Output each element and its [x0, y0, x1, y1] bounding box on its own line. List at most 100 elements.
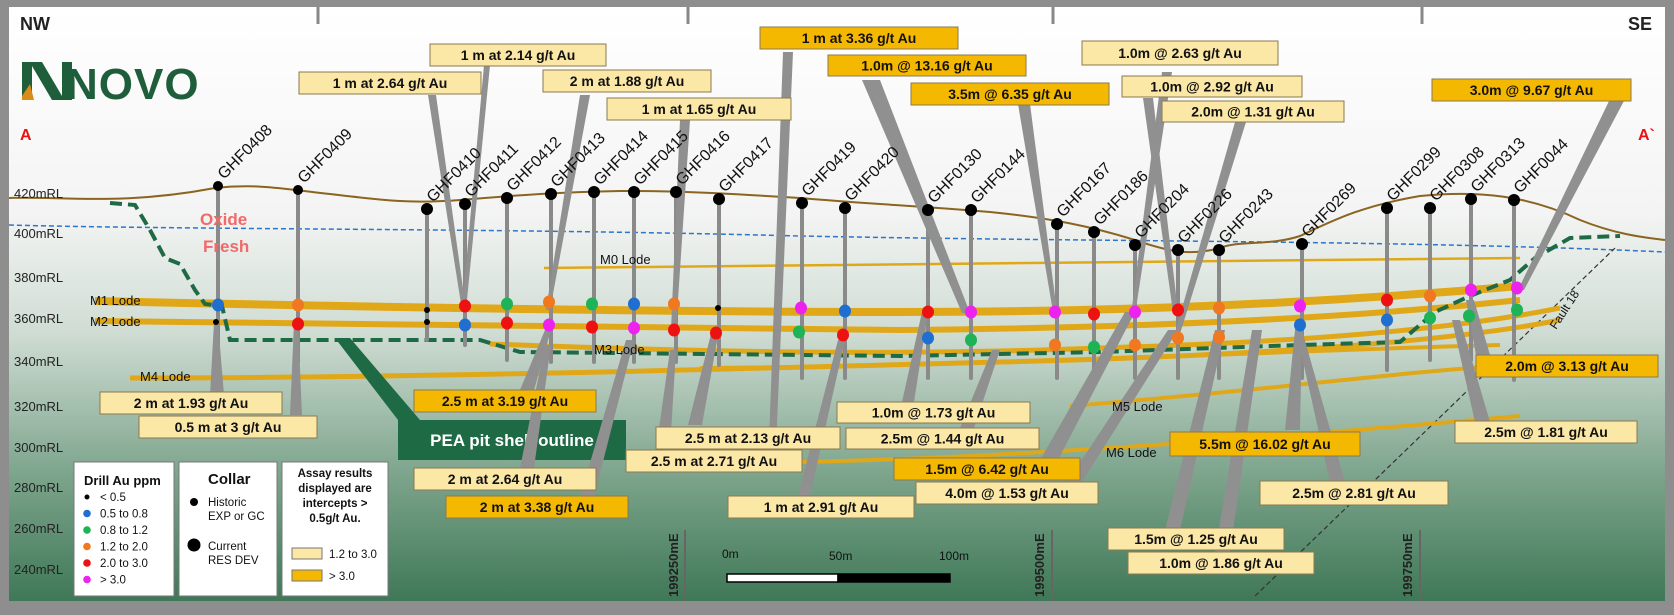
intercept-label: 3.5m @ 6.35 g/t Au [948, 86, 1072, 102]
intercept-box [445, 495, 629, 519]
intercept-label: 1.0m @ 2.63 g/t Au [1118, 45, 1242, 61]
intercept-box [1475, 354, 1659, 378]
easting-label-199500: 199500mE [1032, 533, 1047, 597]
grade-legend-label: 2.0 to 3.0 [100, 558, 148, 570]
intercept-label: 5.5m @ 16.02 g/t Au [1199, 436, 1330, 452]
assay-sample-marker [459, 318, 471, 332]
logo-accent [22, 84, 34, 100]
grade-legend-swatch [84, 494, 90, 500]
intercept-box [1431, 78, 1632, 102]
drill-collar [1129, 239, 1141, 251]
legend-collar-box [178, 461, 278, 597]
grade-legend-label: 0.5 to 0.8 [100, 509, 148, 521]
legend-assay-low-label: 1.2 to 3.0 [329, 549, 377, 561]
m4b-lode-line [699, 343, 1501, 370]
intercept-label: 2.0m @ 3.13 g/t Au [1505, 358, 1629, 374]
intercept-box [413, 389, 597, 413]
drill-collar [1088, 226, 1100, 238]
intercept-label: 1.5m @ 1.25 g/t Au [1134, 531, 1258, 547]
drill-collar [213, 181, 223, 191]
scale-label-100m: 100m [939, 549, 969, 563]
assay-sample-marker [292, 317, 304, 331]
rl-label-400: 400mRL [14, 226, 63, 241]
assay-sample-marker [1424, 311, 1436, 325]
sample-markers [212, 281, 1523, 354]
assay-sample-marker [965, 333, 977, 347]
assay-sample-marker [1172, 331, 1184, 345]
grade-legend-label: 1.2 to 2.0 [100, 542, 148, 554]
assay-sample-marker [501, 316, 513, 330]
intercept-label: 2 m at 1.93 g/t Au [134, 395, 249, 411]
intercept-label: 1.0m @ 1.86 g/t Au [1159, 555, 1283, 571]
scale-bar: 0m 50m 100m [722, 547, 969, 583]
assay-sample-marker [710, 326, 722, 340]
assay-sample-marker [628, 321, 640, 335]
grade-legend-swatch [83, 542, 91, 551]
assay-sample-marker [424, 319, 430, 325]
assay-sample-marker [1129, 305, 1141, 319]
drill-collar [1172, 244, 1184, 256]
assay-sample-marker [793, 325, 805, 339]
assay-sample-marker [1088, 340, 1100, 354]
drill-collar [1296, 238, 1308, 250]
pit-label-pointer [335, 338, 420, 420]
scale-bar-white [726, 573, 839, 583]
rl-label-280: 280mRL [14, 480, 63, 495]
m6-lode-label: M6 Lode [1106, 445, 1157, 460]
drill-collar [293, 185, 303, 195]
assay-sample-marker [1511, 281, 1523, 295]
rl-label-360: 360mRL [14, 311, 63, 326]
assay-sample-marker [1465, 283, 1477, 297]
intercept-label: 1 m at 2.64 g/t Au [333, 75, 448, 91]
nw-label: NW [20, 14, 50, 34]
drill-collar [796, 197, 808, 209]
assay-sample-marker [1088, 307, 1100, 321]
assay-sample-marker [965, 305, 977, 319]
intercept-label: 2.5 m at 3.19 g/t Au [442, 393, 568, 409]
assay-sample-marker [839, 304, 851, 318]
intercept-label: 2 m at 1.88 g/t Au [570, 73, 685, 89]
assay-sample-marker [1049, 338, 1061, 352]
assay-sample-marker [501, 297, 513, 311]
legend-assay-low-swatch [291, 547, 323, 560]
top-ticks [316, 7, 1424, 24]
assay-sample-marker [1172, 303, 1184, 317]
logo-text: NOVO [66, 60, 200, 109]
m4-lode-label: M4 Lode [140, 369, 191, 384]
intercept-box [413, 467, 597, 491]
assay-sample-marker [459, 299, 471, 313]
intercept-label: 2.0m @ 1.31 g/t Au [1191, 104, 1315, 120]
assay-sample-marker [837, 328, 849, 342]
logo-mark [22, 62, 72, 100]
drill-collar [421, 203, 433, 215]
rl-label-240: 240mRL [14, 562, 63, 577]
m1-lode-label: M1 Lode [90, 293, 141, 308]
m5-lode-label: M5 Lode [1112, 399, 1163, 414]
scale-bar-black [837, 573, 951, 583]
intercept-box [298, 71, 482, 95]
intercept-box [1121, 75, 1303, 98]
assay-sample-marker [586, 320, 598, 334]
assay-sample-marker [795, 301, 807, 315]
grade-legend-label: > 3.0 [100, 575, 126, 587]
assay-sample-marker [1424, 289, 1436, 303]
intercept-label: 2.5 m at 2.13 g/t Au [685, 430, 811, 446]
m2-lode-line [94, 297, 1521, 334]
assay-sample-marker [1381, 293, 1393, 307]
assay-sample-marker [213, 319, 219, 325]
intercept-box [542, 69, 712, 93]
m3-lode-label: M3 Lode [594, 342, 645, 357]
section-end-label: A` [1638, 127, 1655, 144]
intercept-label: 1 m at 2.91 g/t Au [764, 499, 879, 515]
legend-drill-au-title: Drill Au ppm [84, 473, 161, 488]
intercept-label: 1.5m @ 6.42 g/t Au [925, 461, 1049, 477]
rl-label-340: 340mRL [14, 354, 63, 369]
intercept-box [1161, 100, 1345, 123]
assay-sample-marker [212, 298, 224, 312]
intercept-box [1107, 527, 1285, 551]
grade-legend-label: 0.8 to 1.2 [100, 525, 148, 537]
